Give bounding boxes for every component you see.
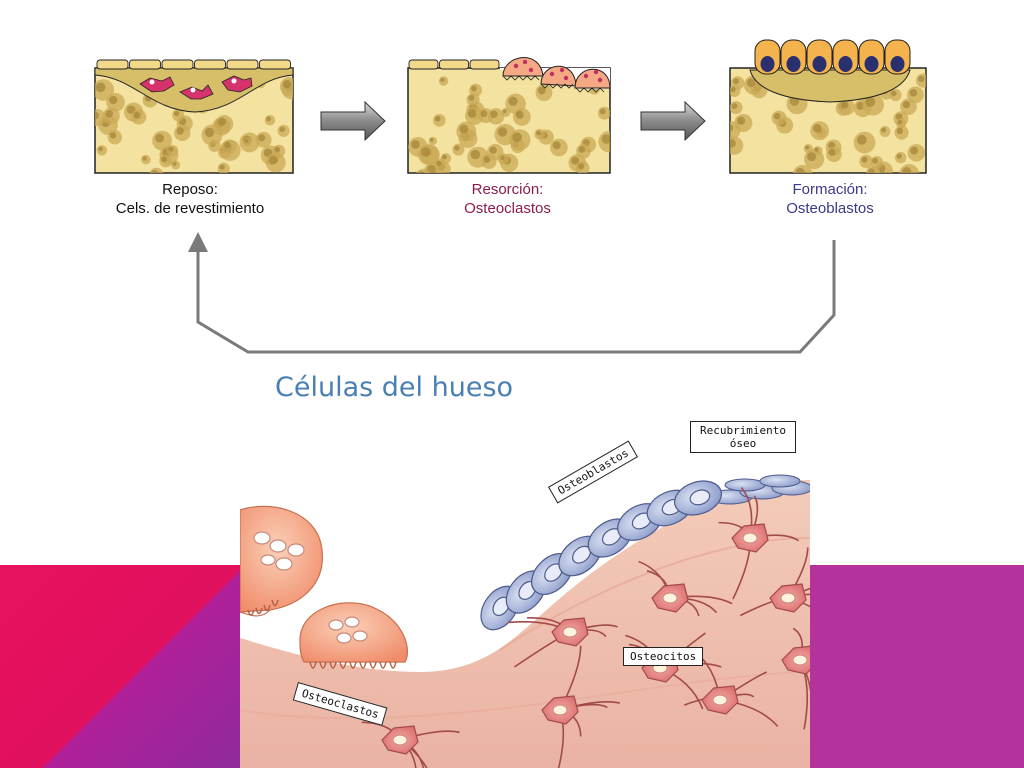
lining-cells: [96, 59, 291, 70]
bone-cells-illustration: [240, 474, 810, 768]
arrow-right-icon: [640, 100, 706, 142]
label-recubrimiento-line1: Recubrimiento: [699, 424, 787, 437]
osteoid-layer: [749, 69, 911, 103]
resting-osteocytes: [139, 75, 253, 100]
bone-pores-formation: [730, 73, 926, 173]
caption-formation-title: Formación:: [792, 181, 868, 198]
caption-formation-sub: Osteoblastos: [786, 200, 874, 217]
osteoclast-large: [240, 505, 323, 617]
caption-rest-sub: Cels. de revestimiento: [115, 200, 265, 217]
decorative-band-right: [808, 565, 1024, 768]
label-recubrimiento-line2: óseo: [729, 437, 757, 450]
label-osteocitos: Osteocitos: [623, 647, 704, 666]
panel-rest: [94, 59, 294, 174]
decorative-band-left: [0, 565, 240, 768]
osteoblast-cells: [754, 39, 911, 75]
cycle-return-line: [196, 240, 836, 354]
caption-rest: Reposo: Cels. de revestimiento: [80, 180, 300, 218]
osteoclast-cells: [502, 57, 611, 93]
osteoclast-small: [299, 602, 409, 669]
section-title: Células del hueso: [275, 372, 514, 403]
bone-matrix: [240, 480, 810, 768]
remodeling-cycle-diagram: [94, 39, 927, 354]
label-recubrimiento: Recubrimiento óseo: [690, 421, 796, 453]
caption-resorption-title: Resorción:: [471, 181, 544, 198]
caption-resorption-sub: Osteoclastos: [464, 200, 551, 217]
caption-resorption: Resorción: Osteoclastos: [405, 180, 610, 218]
bone-pores-resorption: [408, 76, 610, 173]
lining-cells-partial: [408, 59, 500, 70]
osteocytes-network: [361, 486, 810, 768]
arrow-up-icon: [188, 232, 208, 252]
caption-rest-title: Reposo:: [162, 181, 218, 198]
osteoblasts-row: [480, 480, 722, 631]
panel-resorption: [407, 57, 611, 174]
caption-formation: Formación: Osteoblastos: [730, 180, 930, 218]
panel-formation: [729, 39, 927, 174]
arrow-right-icon: [320, 100, 386, 142]
